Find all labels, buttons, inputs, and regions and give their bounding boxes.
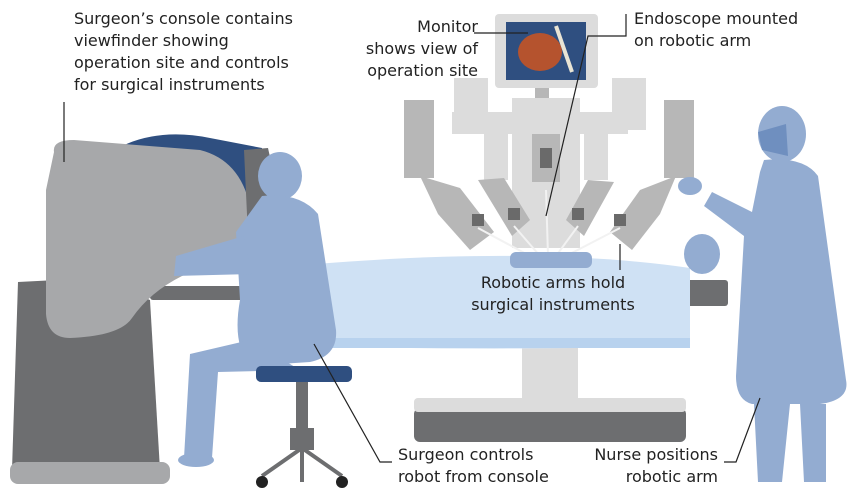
arm-left-outer-link — [420, 176, 494, 250]
label-console-line-1: Surgeon’s console contains — [74, 9, 293, 28]
arm-right-inner-link — [566, 180, 614, 236]
console-foot — [10, 462, 170, 484]
arm-right-inner — [584, 134, 608, 180]
arm-left-inner-joint — [508, 208, 520, 220]
label-endoscope-line-2: on robotic arm — [634, 31, 752, 50]
label-arms-line-1: Robotic arms hold — [480, 273, 626, 292]
arm-left-outer — [404, 100, 434, 178]
stool-post — [296, 382, 308, 432]
surgeon-stool — [256, 366, 352, 488]
nurse-figure — [678, 106, 847, 482]
surgeon-arm — [174, 236, 252, 276]
table-base — [414, 408, 686, 442]
surgeon-body — [236, 195, 337, 366]
robot-boom — [452, 112, 628, 134]
drape-edge — [318, 338, 690, 348]
arm-left-inner-link — [478, 178, 530, 236]
label-monitor-line-1: Monitor — [417, 17, 478, 36]
label-endoscope-line-1: Endoscope mounted — [634, 9, 799, 28]
console-hood — [46, 140, 253, 338]
label-monitor: Monitor shows view of operation site — [366, 16, 478, 82]
label-nurse-positions: Nurse positions robotic arm — [594, 444, 718, 488]
arm-right-outer-cap — [612, 78, 646, 130]
nurse-body — [704, 159, 847, 404]
label-nurse-line-1: Nurse positions — [594, 445, 718, 464]
arm-left-outer-cap — [454, 78, 488, 130]
surgical-drape — [316, 255, 690, 349]
stool-cylinder — [290, 428, 314, 450]
label-console-line-2: viewfinder showing — [74, 31, 229, 50]
stool-wheel-left — [256, 476, 268, 488]
table-pedestal — [522, 340, 578, 400]
table-base-top — [414, 398, 686, 412]
patient-head — [684, 234, 720, 274]
label-arms-line-2: surgical instruments — [471, 295, 635, 314]
arm-right-outer-joint — [614, 214, 626, 226]
label-surgeon-line-1: Surgeon controls — [398, 445, 534, 464]
tower-joint — [540, 148, 552, 168]
label-endoscope: Endoscope mounted on robotic arm — [634, 8, 798, 52]
label-nurse-line-2: robotic arm — [625, 467, 718, 486]
monitor-instrument — [554, 25, 574, 73]
surgeon-head — [258, 152, 302, 200]
leader-nurse — [724, 397, 761, 463]
label-monitor-line-2: shows view of — [365, 39, 478, 58]
label-surgeons-console: Surgeon’s console contains viewfinder sh… — [74, 8, 293, 96]
leader-lines — [63, 14, 761, 463]
monitor-organ — [518, 33, 562, 71]
nurse-mask — [758, 124, 788, 156]
instrument-shafts — [477, 189, 621, 257]
label-surgeon-line-2: robot from console — [398, 467, 549, 486]
label-robotic-arms: Robotic arms hold surgical instruments — [446, 272, 660, 316]
console-armrest — [150, 286, 258, 300]
arm-left-outer-joint — [472, 214, 484, 226]
stool-wheel-right — [336, 476, 348, 488]
arm-right-inner-joint — [572, 208, 584, 220]
stool-legs — [260, 446, 344, 482]
label-surgeon-controls: Surgeon controls robot from console — [398, 444, 549, 488]
label-monitor-line-3: operation site — [367, 61, 478, 80]
leader-surgeon — [313, 343, 392, 463]
label-console-line-4: for surgical instruments — [74, 75, 265, 94]
arm-right-outer — [664, 100, 694, 178]
nurse-hand — [678, 177, 702, 195]
access-port — [510, 252, 592, 268]
leader-endoscope — [545, 14, 627, 217]
label-console-line-3: operation site and controls — [74, 53, 289, 72]
nurse-legs — [754, 404, 826, 482]
arm-left-inner — [484, 134, 508, 180]
arm-right-outer-link — [610, 176, 676, 250]
operating-table — [316, 234, 728, 442]
patient-side-robot — [404, 14, 694, 257]
stool-seat — [256, 366, 352, 382]
surgeon-shoe — [178, 453, 214, 467]
surgeon-console — [10, 134, 280, 484]
